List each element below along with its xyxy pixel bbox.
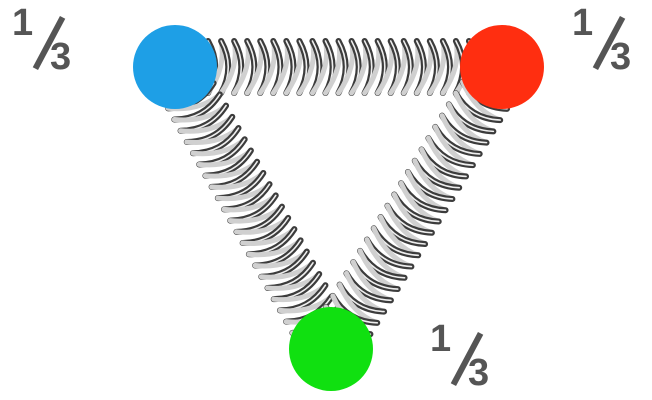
particle-blue bbox=[133, 25, 217, 109]
fraction-label-blue: 1 3 bbox=[10, 4, 94, 84]
spring-blue-green bbox=[162, 83, 344, 344]
fraction-numerator: 1 bbox=[12, 4, 33, 42]
fraction-numerator: 1 bbox=[572, 4, 593, 42]
spring-blue-red bbox=[195, 41, 489, 93]
particle-green bbox=[289, 307, 373, 391]
fraction-denominator: 3 bbox=[468, 354, 489, 392]
fraction-numerator: 1 bbox=[430, 320, 451, 358]
fraction-label-red: 1 3 bbox=[570, 4, 652, 84]
fraction-denominator: 3 bbox=[610, 38, 631, 76]
fraction-denominator: 3 bbox=[50, 38, 71, 76]
fraction-label-green: 1 3 bbox=[428, 320, 512, 400]
spring-red-green bbox=[319, 71, 507, 346]
springs-layer bbox=[162, 41, 507, 345]
particle-red bbox=[460, 25, 544, 109]
